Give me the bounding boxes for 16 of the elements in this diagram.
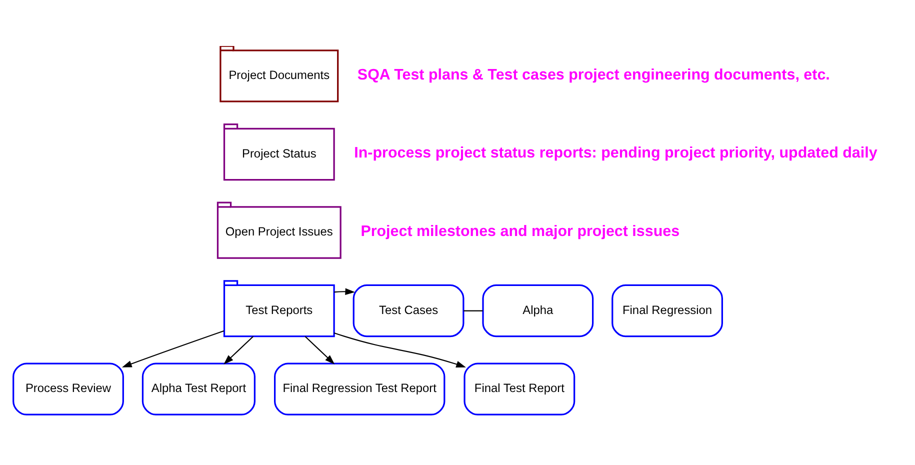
node-box: Process Review	[12, 362, 124, 416]
node-label: SQA Test plans & Test cases project engineering documents, etc.	[356, 66, 830, 84]
node-label: In-process project status reports: pending project priority, updated daily	[354, 144, 877, 162]
node-box: Alpha Test Report	[141, 362, 256, 416]
node-label: Project milestones and major project issues	[360, 222, 680, 240]
node-box: Final Test Report	[463, 362, 575, 416]
node-box: Test Cases	[352, 284, 464, 338]
arrow	[223, 336, 254, 364]
node-box: Alpha	[482, 284, 594, 338]
arrow	[334, 288, 355, 296]
arrow	[334, 332, 466, 368]
connector	[463, 310, 482, 312]
arrow	[121, 330, 224, 368]
node-box: Final Regression	[611, 284, 722, 338]
node-box: Final Regression Test Report	[274, 362, 445, 416]
arrow	[304, 336, 334, 364]
